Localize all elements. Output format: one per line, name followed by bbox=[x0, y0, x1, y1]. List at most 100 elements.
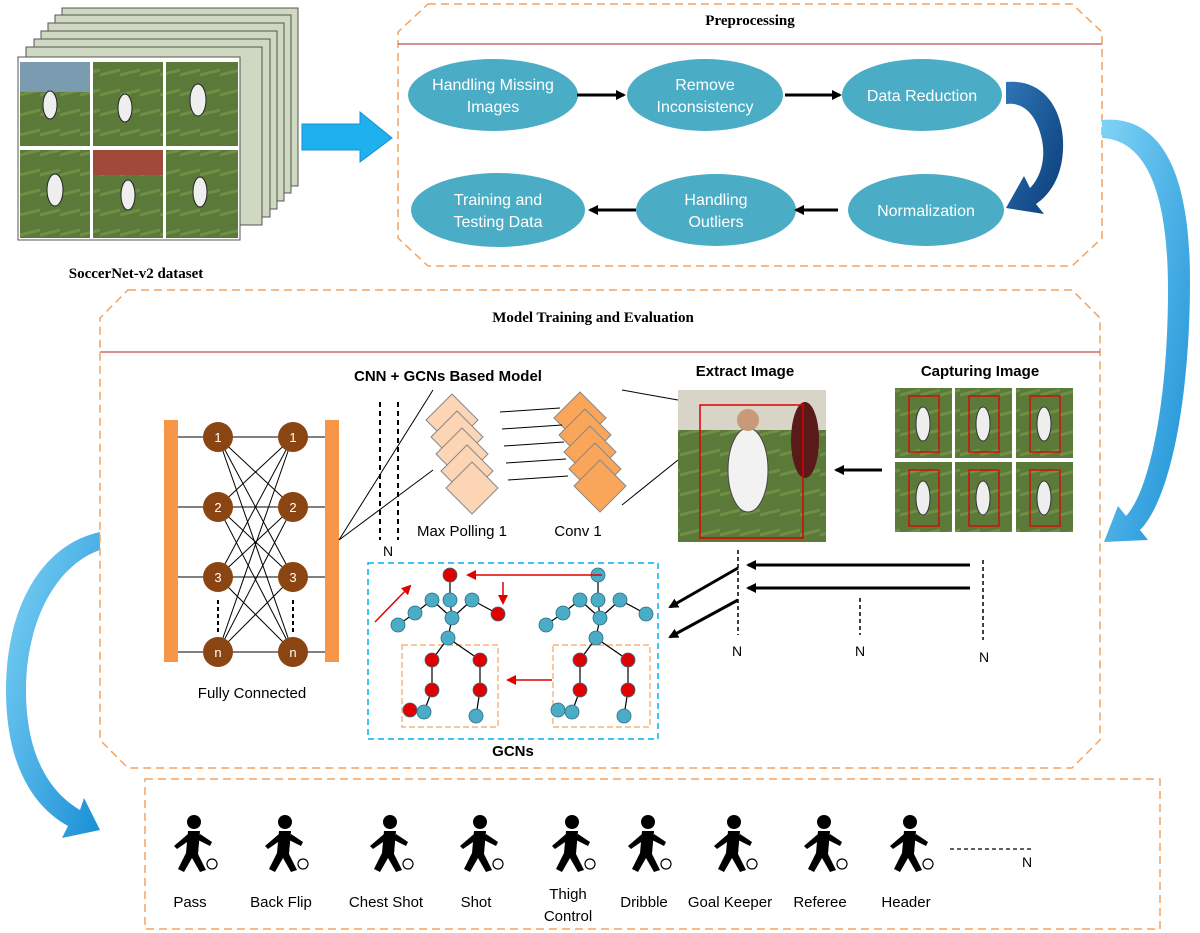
captured-frame-3 bbox=[1016, 388, 1073, 458]
action-pass: Pass bbox=[173, 815, 218, 911]
ball-icon bbox=[746, 858, 758, 870]
player-pictogram-icon bbox=[265, 815, 309, 872]
fc-input-node-4: n bbox=[203, 637, 233, 667]
fc-output-node-4: n bbox=[278, 637, 308, 667]
curved-arrow-preprocessing-to-training bbox=[1102, 119, 1190, 542]
action-label-line1: Thigh bbox=[549, 886, 587, 903]
fc-node-label: 2 bbox=[289, 500, 296, 515]
extract-image-block: Extract Image bbox=[678, 363, 882, 542]
player-pictogram-icon bbox=[804, 815, 848, 872]
gcn-node bbox=[620, 682, 636, 698]
gcn-skeleton-right bbox=[538, 567, 654, 724]
cnn-n-marker: N bbox=[383, 543, 393, 559]
gcn-node bbox=[590, 592, 606, 608]
preprocessing-panel: Preprocessing Handling MissingImagesRemo… bbox=[397, 3, 1103, 267]
dataset-image-stack bbox=[17, 7, 299, 241]
gcn-node bbox=[390, 617, 406, 633]
player-pictogram-icon bbox=[174, 815, 218, 872]
captured-frame-6 bbox=[1016, 462, 1073, 532]
fc-output-bar bbox=[325, 420, 339, 662]
fc-node-label: 3 bbox=[289, 570, 296, 585]
gcn-node bbox=[464, 592, 480, 608]
extract-image-label: Extract Image bbox=[696, 363, 794, 380]
fc-input-bar bbox=[164, 420, 178, 662]
prep-step-ellipse bbox=[408, 59, 578, 131]
prep-step-4: Normalization bbox=[848, 174, 1004, 246]
gcn-node bbox=[638, 606, 654, 622]
gcn-node bbox=[555, 605, 571, 621]
cnn-block: CNN + GCNs Based Model N Max Polling 1 C… bbox=[354, 368, 679, 559]
n-marker-2: N bbox=[855, 643, 865, 659]
gcn-node bbox=[468, 708, 484, 724]
gcn-node bbox=[440, 630, 456, 646]
gcn-node bbox=[550, 702, 566, 718]
fc-node-label: 3 bbox=[214, 570, 221, 585]
ball-icon bbox=[922, 858, 934, 870]
prep-step-ellipse bbox=[636, 174, 796, 246]
gcn-node bbox=[472, 682, 488, 698]
prep-step-line1: Handling Missing bbox=[432, 77, 554, 94]
action-chest-shot: Chest Shot bbox=[349, 815, 424, 911]
gcn-frame bbox=[367, 562, 659, 740]
player-pictogram-icon bbox=[714, 815, 758, 872]
prep-step-line1: Data Reduction bbox=[867, 88, 977, 105]
prep-step-ellipse bbox=[627, 59, 783, 131]
prep-step-line2: Outliers bbox=[688, 214, 743, 231]
capturing-image-block: Capturing Image bbox=[895, 363, 1073, 532]
gcn-node bbox=[424, 682, 440, 698]
action-dribble: Dribble bbox=[620, 815, 672, 911]
ball-icon bbox=[660, 858, 672, 870]
preprocessing-title: Preprocessing bbox=[705, 13, 795, 29]
gcn-block: GCNs bbox=[367, 562, 659, 760]
ball-icon bbox=[297, 858, 309, 870]
conv-layer-5 bbox=[573, 459, 627, 513]
prep-step-ellipse bbox=[842, 59, 1002, 131]
maxpool-label: Max Polling 1 bbox=[417, 523, 507, 540]
fc-node-label: n bbox=[289, 645, 296, 660]
action-label-line1: Chest Shot bbox=[349, 894, 424, 911]
gcn-node bbox=[538, 617, 554, 633]
ball-icon bbox=[402, 858, 414, 870]
actions-more-marker: N bbox=[1022, 854, 1032, 870]
gcn-node bbox=[444, 610, 460, 626]
gcn-node bbox=[490, 606, 506, 622]
gcn-node bbox=[612, 592, 628, 608]
player-pictogram-icon bbox=[460, 815, 504, 872]
captured-frame-4 bbox=[895, 462, 952, 532]
fc-label: Fully Connected bbox=[198, 685, 306, 702]
gcn-node bbox=[402, 702, 418, 718]
player-pictogram-icon bbox=[628, 815, 672, 872]
gcn-label: GCNs bbox=[492, 743, 534, 760]
player-pictogram-icon bbox=[890, 815, 934, 872]
prep-step-line1: Training and bbox=[454, 192, 542, 209]
prep-step-ellipse bbox=[411, 173, 585, 247]
fc-output-node-2: 2 bbox=[278, 492, 308, 522]
prep-step-3: Data Reduction bbox=[842, 59, 1002, 131]
training-title: Model Training and Evaluation bbox=[492, 310, 694, 326]
dataset-photo-grid bbox=[20, 62, 238, 238]
n-marker-3: N bbox=[979, 649, 989, 665]
action-referee: Referee bbox=[793, 815, 848, 911]
n-marker-1: N bbox=[732, 643, 742, 659]
prep-step-line2: Testing Data bbox=[454, 214, 543, 231]
gcn-node bbox=[620, 652, 636, 668]
gcn-node bbox=[472, 652, 488, 668]
action-back-flip: Back Flip bbox=[250, 815, 312, 911]
gcn-node bbox=[572, 592, 588, 608]
prep-step-line2: Inconsistency bbox=[657, 99, 754, 116]
gcn-node bbox=[572, 652, 588, 668]
curved-arrow-training-to-actions bbox=[6, 532, 100, 838]
cnn-model-title: CNN + GCNs Based Model bbox=[354, 368, 542, 385]
action-shot: Shot bbox=[460, 815, 504, 911]
fc-output-node-3: 3 bbox=[278, 562, 308, 592]
fc-node-label: n bbox=[214, 645, 221, 660]
dataset-label: SoccerNet-v2 dataset bbox=[69, 266, 204, 282]
maxpool-layer-5 bbox=[445, 461, 499, 515]
gcn-node bbox=[564, 704, 580, 720]
